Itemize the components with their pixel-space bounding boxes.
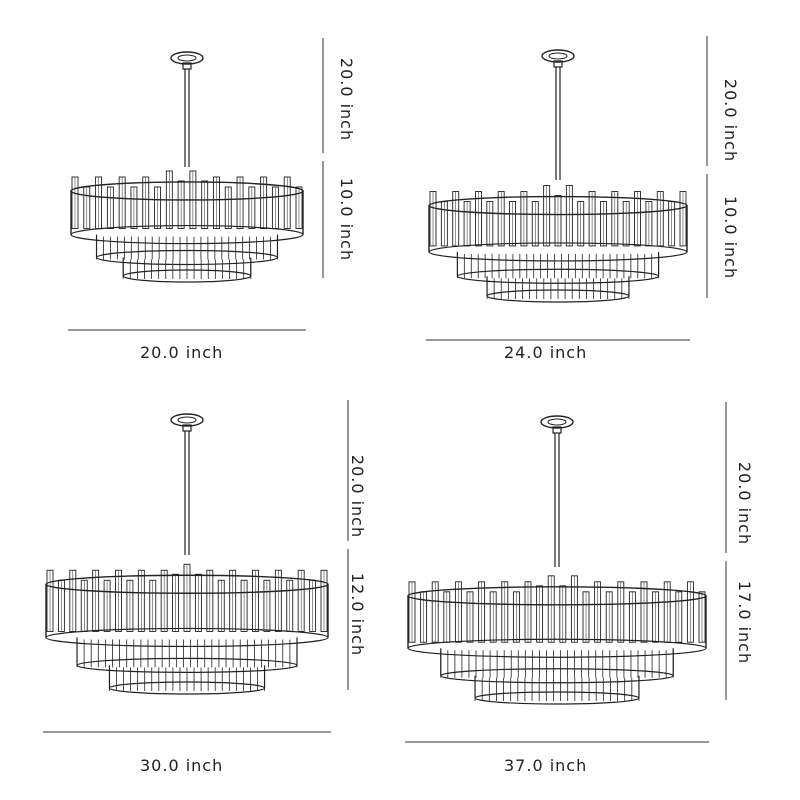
canopy (540, 415, 574, 429)
variant-1: 20.0 inch 20.0 inch 10.0 inch (0, 0, 400, 400)
width-label: 24.0 inch (504, 343, 588, 362)
height-label: 10.0 inch (721, 195, 741, 280)
top-ring (407, 586, 707, 606)
top-ring (70, 181, 304, 201)
rod-length-label: 20.0 inch (721, 78, 741, 163)
canopy-collar (553, 60, 563, 68)
variant-4: 37.0 inch 20.0 inch 17.0 inch (400, 400, 800, 800)
height-label: 10.0 inch (337, 177, 357, 262)
canopy (170, 51, 204, 65)
rod-length-label: 20.0 inch (337, 57, 357, 142)
chandelier-drawing (68, 38, 324, 331)
chandelier-drawing (43, 400, 349, 733)
canopy (170, 413, 204, 427)
canopy-inner (548, 52, 568, 60)
canopy-inner (547, 418, 567, 426)
width-label: 20.0 inch (140, 343, 224, 362)
variant-3: 30.0 inch 20.0 inch 12.0 inch (0, 400, 400, 800)
chandelier-drawing (426, 36, 708, 341)
chandelier-drawing (405, 402, 727, 743)
height-label: 12.0 inch (348, 572, 368, 657)
rod-length-label: 20.0 inch (735, 461, 755, 546)
tier3-bottom (474, 691, 640, 705)
height-label: 17.0 inch (735, 580, 755, 665)
canopy-collar (182, 424, 192, 432)
canopy-collar (182, 62, 192, 70)
tier1-bottom (407, 638, 707, 658)
variant-2: 24.0 inch 20.0 inch 10.0 inch (400, 0, 800, 400)
canopy-inner (177, 54, 197, 62)
canopy-inner (177, 416, 197, 424)
canopy-collar (552, 426, 562, 434)
width-label: 37.0 inch (504, 756, 588, 775)
width-label: 30.0 inch (140, 756, 224, 775)
canopy (541, 49, 575, 63)
rod-length-label: 20.0 inch (348, 454, 368, 539)
